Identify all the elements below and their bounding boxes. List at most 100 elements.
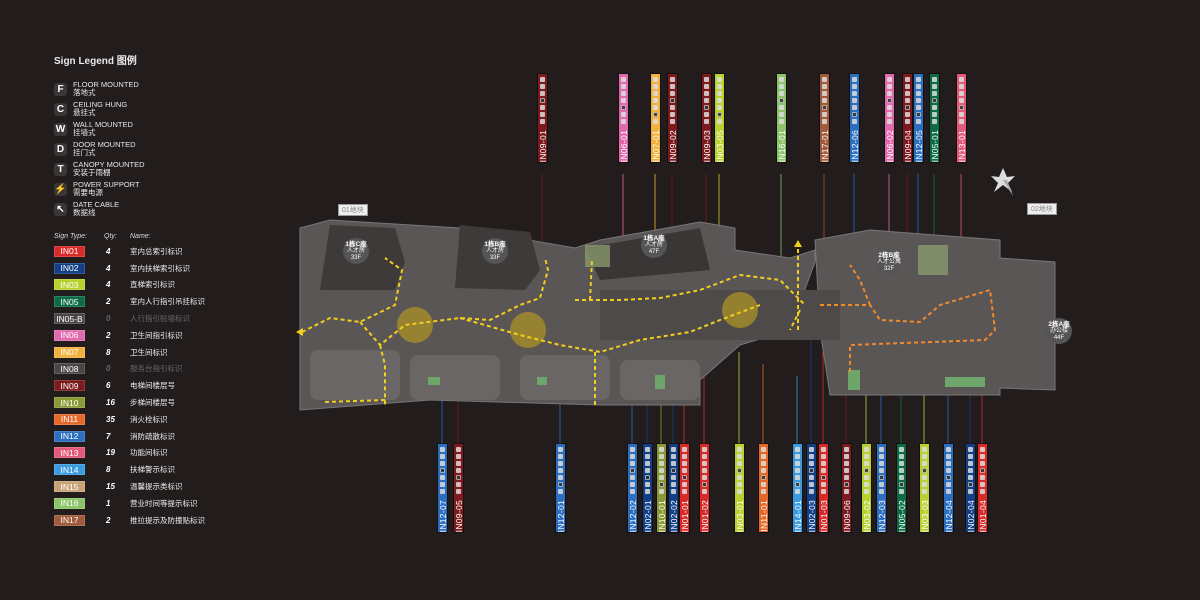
mount-glyph-icon [659,489,664,494]
sign-callout-in09-02[interactable]: IN09-02 [668,74,678,163]
sign-callout-in09-06[interactable]: IN09-06 [842,444,852,533]
sign-callout-in02-01[interactable]: IN02-01 [643,444,653,533]
sign-callout-in05-01[interactable]: IN05-01 [930,74,940,163]
building-use: 人才公寓 [876,258,901,265]
sign-callout-in06-01[interactable]: IN06-01 [619,74,629,163]
sign-face-icons [645,444,650,496]
sign-callout-in01-01[interactable]: IN01-01 [679,444,690,533]
sign-code-label: IN03-03 [919,500,930,533]
green-patch-4 [848,370,860,390]
legend-title: Sign Legend 图例 [54,56,137,67]
mount-glyph-icon [670,84,675,89]
sign-type-qty: 8 [106,465,111,475]
sign-code-label: IN14-01 [792,500,803,533]
sign-callout-in01-03[interactable]: IN01-03 [819,444,829,533]
mount-glyph-icon [932,91,937,96]
sign-type-qty: 4 [106,280,111,290]
sign-type-badge: IN12 [54,430,85,442]
sign-callout-in09-04[interactable]: IN09-04 [903,74,913,163]
mount-type-cn: 数据线 [73,208,96,217]
sign-callout-in03-02[interactable]: IN03-02 [862,444,872,533]
sign-type-badge: IN05 [54,296,85,308]
sign-face-icons [822,74,827,126]
sign-callout-in09-01[interactable]: IN09-01 [537,74,548,163]
sign-code-label: IN12-06 [849,130,860,163]
mount-type-en: CEILING HUNG [73,100,128,109]
mount-glyph-icon [630,447,635,452]
sign-type-badge: IN03 [54,279,85,291]
mount-glyph-icon [959,84,964,89]
sign-type-qty: 35 [106,414,115,424]
sign-callout-in05-02[interactable]: IN05-02 [897,444,907,533]
sign-callout-in03-03[interactable]: IN03-03 [919,444,930,533]
mount-glyph-icon [795,489,800,494]
mount-glyph-icon [899,461,904,466]
mount-glyph-icon [887,91,892,96]
sign-face-icons [456,444,461,496]
sign-type-name: 室内总索引标识 [130,246,183,256]
sign-callout-in12-03[interactable]: IN12-03 [877,444,887,533]
mount-glyph-icon [659,461,664,466]
sign-type-badge: IN05-B [54,313,85,325]
sign-callout-in09-05[interactable]: IN09-05 [454,444,464,533]
sign-code-label: IN09-01 [537,130,548,163]
sign-face-icons [779,74,784,126]
sign-callout-in03-01[interactable]: IN03-01 [735,444,745,533]
canopy-mounted-icon: T [54,162,67,176]
sign-callout-in02-02[interactable]: IN02-02 [669,444,679,533]
mount-glyph-icon [670,112,675,117]
sign-callout-in12-02[interactable]: IN12-02 [628,444,638,533]
mount-glyph-icon [704,105,709,110]
mount-glyph-icon [852,112,857,117]
sign-callout-in11-01[interactable]: IN11-01 [759,444,769,532]
mount-glyph-icon [659,475,664,480]
sign-callout-in01-02[interactable]: IN01-02 [700,444,710,533]
sign-callout-in07-01[interactable]: IN07-01 [651,74,661,163]
sign-callout-in06-02[interactable]: IN06-02 [885,74,895,163]
mount-glyph-icon [653,98,658,103]
mount-glyph-icon [761,482,766,487]
sign-callout-in02-03[interactable]: IN02-03 [807,444,817,533]
sign-callout-in12-04[interactable]: IN12-04 [944,444,954,533]
building-marker-1c[interactable]: 1栋C座 人才房 33F [343,238,369,264]
sign-callout-in02-04[interactable]: IN02-04 [966,444,976,533]
mount-type-en: DOOR MOUNTED [73,140,136,149]
sign-callout-in12-07[interactable]: IN12-07 [438,444,448,533]
building-marker-1b[interactable]: 1栋B座 人才房 33F [482,238,508,264]
sign-callout-in10-01[interactable]: IN10-01 [657,444,667,533]
building-marker-2a[interactable]: 2栋A座 办公楼 44F [1046,318,1072,344]
mount-glyph-icon [621,84,626,89]
sign-callout-in17-01[interactable]: IN17-01 [820,74,830,163]
building-marker-1a[interactable]: 1栋A座 人才房 47F [641,232,667,258]
sign-callout-in09-03[interactable]: IN09-03 [702,74,712,163]
building-marker-2b[interactable]: 2栋B座 人才公寓 32F [876,249,902,275]
sign-callout-in16-01[interactable]: IN16-01 [777,74,787,163]
sign-callout-in03-05[interactable]: IN03-05 [715,74,725,163]
sign-type-name: 推拉提示及防撞贴标识 [130,515,205,525]
mount-glyph-icon [821,489,826,494]
sign-callout-in14-01[interactable]: IN14-01 [792,444,803,533]
ceiling-hung-icon: C [54,102,67,116]
sign-callout-in12-01[interactable]: IN12-01 [556,444,566,533]
mount-glyph-icon [704,119,709,124]
mount-glyph-icon [653,91,658,96]
sign-code-label: IN01-01 [679,500,690,533]
sign-type-badge: IN01 [54,245,85,257]
sign-callout-in01-04[interactable]: IN01-04 [978,444,988,533]
mount-glyph-icon [968,447,973,452]
sign-type-name: 温馨提示类标识 [130,482,183,492]
mount-glyph-icon [864,454,869,459]
mount-glyph-icon [822,77,827,82]
cable-cursor-icon: ↖ [54,202,67,216]
sign-callout-in13-01[interactable]: IN13-01 [957,74,967,163]
sign-face-icons [968,444,973,496]
sign-callout-in12-06[interactable]: IN12-06 [849,74,860,163]
sign-callout-in12-05[interactable]: IN12-05 [914,74,924,163]
mount-glyph-icon [659,447,664,452]
mount-glyph-icon [821,482,826,487]
